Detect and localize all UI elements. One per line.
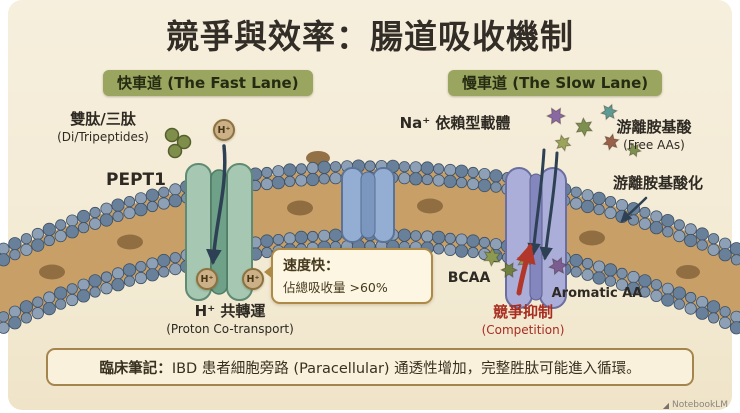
- proton-circle-top: H⁺: [213, 119, 235, 141]
- speed-callout-line1: 速度快：: [283, 258, 339, 274]
- proton-circle-bottom-left: H⁺: [196, 268, 218, 290]
- dipeptide-molecule: [164, 127, 192, 159]
- clinical-note-prefix: 臨床筆記：: [99, 360, 172, 377]
- free-aa-note-label: 游離胺基酸化: [612, 174, 703, 192]
- competition-label: 競爭抑制 (Competition): [464, 301, 582, 337]
- competition-label-zh: 競爭抑制: [492, 303, 553, 321]
- bcaa-label: BCAA: [447, 270, 491, 286]
- watermark: ◢ NotebookLM: [663, 400, 728, 410]
- cotransport-label-zh: H⁺ 共轉運: [194, 302, 266, 320]
- free-aa-label-zh: 游離胺基酸: [616, 118, 692, 136]
- transport-arrows: [206, 144, 648, 266]
- competition-arrow: [516, 243, 536, 296]
- page-title: 競爭與效率：腸道吸收機制: [166, 17, 574, 56]
- slow-lane-badge: 慢車道 (The Slow Lane): [448, 70, 663, 96]
- na-carrier-label: Na⁺ 依賴型載體: [399, 114, 511, 132]
- clinical-note-body: IBD 患者細胞旁路 (Paracellular) 通透性增加，完整胜肽可能進入…: [171, 360, 641, 377]
- proton-circle-bottom-right: H⁺: [242, 268, 264, 290]
- aromatic-aa-label: Aromatic AA: [551, 286, 643, 301]
- free-aa-label: 游離胺基酸 (Free AAs): [596, 116, 712, 152]
- cotransport-label-en: (Proton Co-transport): [166, 322, 294, 336]
- speed-callout: 速度快： 佔總吸收量 >60%: [264, 248, 433, 304]
- dipeptide-label-en: (Di/Tripeptides): [57, 130, 149, 144]
- pept1-flow-arrow: [206, 144, 227, 266]
- middle-channel: [341, 167, 395, 243]
- dipeptide-label: 雙肽/三肽 (Di/Tripeptides): [36, 108, 170, 144]
- free-aa-pointer-arrow: [620, 196, 648, 223]
- na-flow-arrow-1: [527, 148, 546, 257]
- dipeptide-label-zh: 雙肽/三肽: [70, 110, 136, 128]
- speed-callout-line2: 佔總吸收量 >60%: [283, 280, 388, 295]
- pept1-label: PEPT1: [106, 170, 166, 190]
- cotransport-label: H⁺ 共轉運 (Proton Co-transport): [158, 300, 302, 336]
- notebooklm-logo-icon: ◢: [662, 400, 669, 410]
- competition-label-en: (Competition): [481, 323, 565, 337]
- na-flow-arrow-2: [539, 151, 559, 261]
- free-aa-label-en: (Free AAs): [623, 138, 685, 152]
- clinical-note-box: 臨床筆記：IBD 患者細胞旁路 (Paracellular) 通透性增加，完整胜…: [46, 348, 694, 386]
- membrane-protein-blobs: [39, 151, 700, 280]
- fast-lane-badge: 快車道 (The Fast Lane): [103, 70, 313, 96]
- watermark-text: NotebookLM: [671, 400, 728, 410]
